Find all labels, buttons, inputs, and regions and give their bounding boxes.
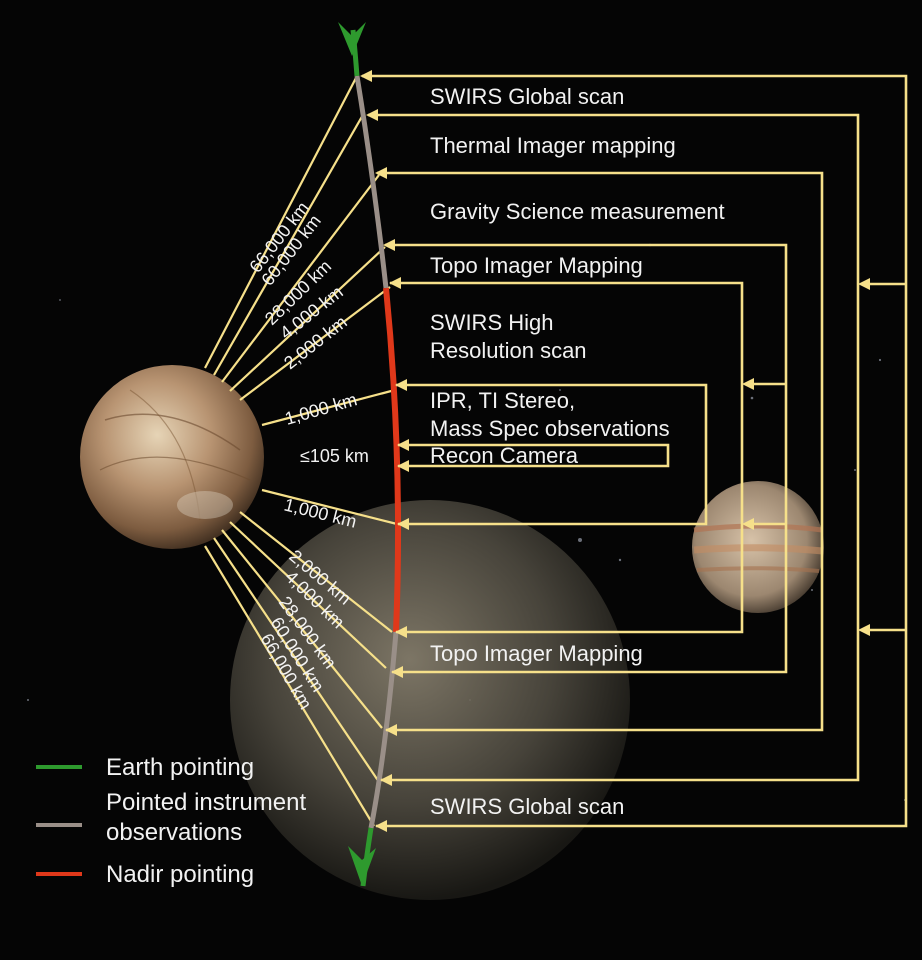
- legend: Earth pointing Pointed instrument observ…: [36, 754, 306, 888]
- connector-topo-inner: [390, 281, 744, 634]
- legend-nadir: Nadir pointing: [106, 861, 254, 888]
- label-topo-top: Topo Imager Mapping: [430, 253, 643, 278]
- arrowhead-top: [338, 22, 366, 56]
- connector-ipr: [396, 383, 708, 526]
- label-swirs-global-top: SWIRS Global scan: [430, 84, 624, 109]
- connector-gravity: [377, 171, 824, 732]
- connector-topo-outer: [385, 243, 788, 674]
- label-swirs-high-1: SWIRS High: [430, 310, 553, 335]
- legend-pointed-1: Pointed instrument: [106, 789, 306, 816]
- label-swirs-global-bottom: SWIRS Global scan: [430, 794, 624, 819]
- arrowhead-bottom: [348, 846, 376, 886]
- trajectory: [338, 22, 402, 887]
- pointed-segment-top: [354, 75, 389, 289]
- connector-recon: [398, 443, 670, 468]
- jupiter: [692, 481, 824, 613]
- connector-thermal-imager: [368, 113, 860, 782]
- merge-lines: [750, 282, 906, 632]
- label-swirs-high-2: Resolution scan: [430, 338, 587, 363]
- connector-arrows: [360, 70, 870, 832]
- dist-closest: ≤105 km: [300, 446, 369, 466]
- label-ipr-1: IPR, TI Stereo,: [430, 388, 575, 413]
- label-recon: Recon Camera: [430, 443, 579, 468]
- background-moon: [230, 500, 630, 900]
- label-ipr-2: Mass Spec observations: [430, 416, 670, 441]
- label-gravity-science: Gravity Science measurement: [430, 199, 725, 224]
- label-thermal-imager: Thermal Imager mapping: [430, 133, 676, 158]
- distance-rays: [204, 75, 398, 827]
- connector-swirs-global: [362, 74, 908, 828]
- nadir-segment: [383, 287, 402, 633]
- pointed-segment-bottom: [368, 631, 399, 829]
- label-topo-bottom: Topo Imager Mapping: [430, 641, 643, 666]
- connectors: [362, 74, 908, 828]
- europa: [80, 365, 264, 549]
- legend-pointed-2: observations: [106, 819, 242, 846]
- legend-earth: Earth pointing: [106, 754, 254, 781]
- activity-labels: SWIRS Global scan Thermal Imager mapping…: [430, 84, 725, 819]
- earth-pointing-segment-top: [350, 29, 360, 77]
